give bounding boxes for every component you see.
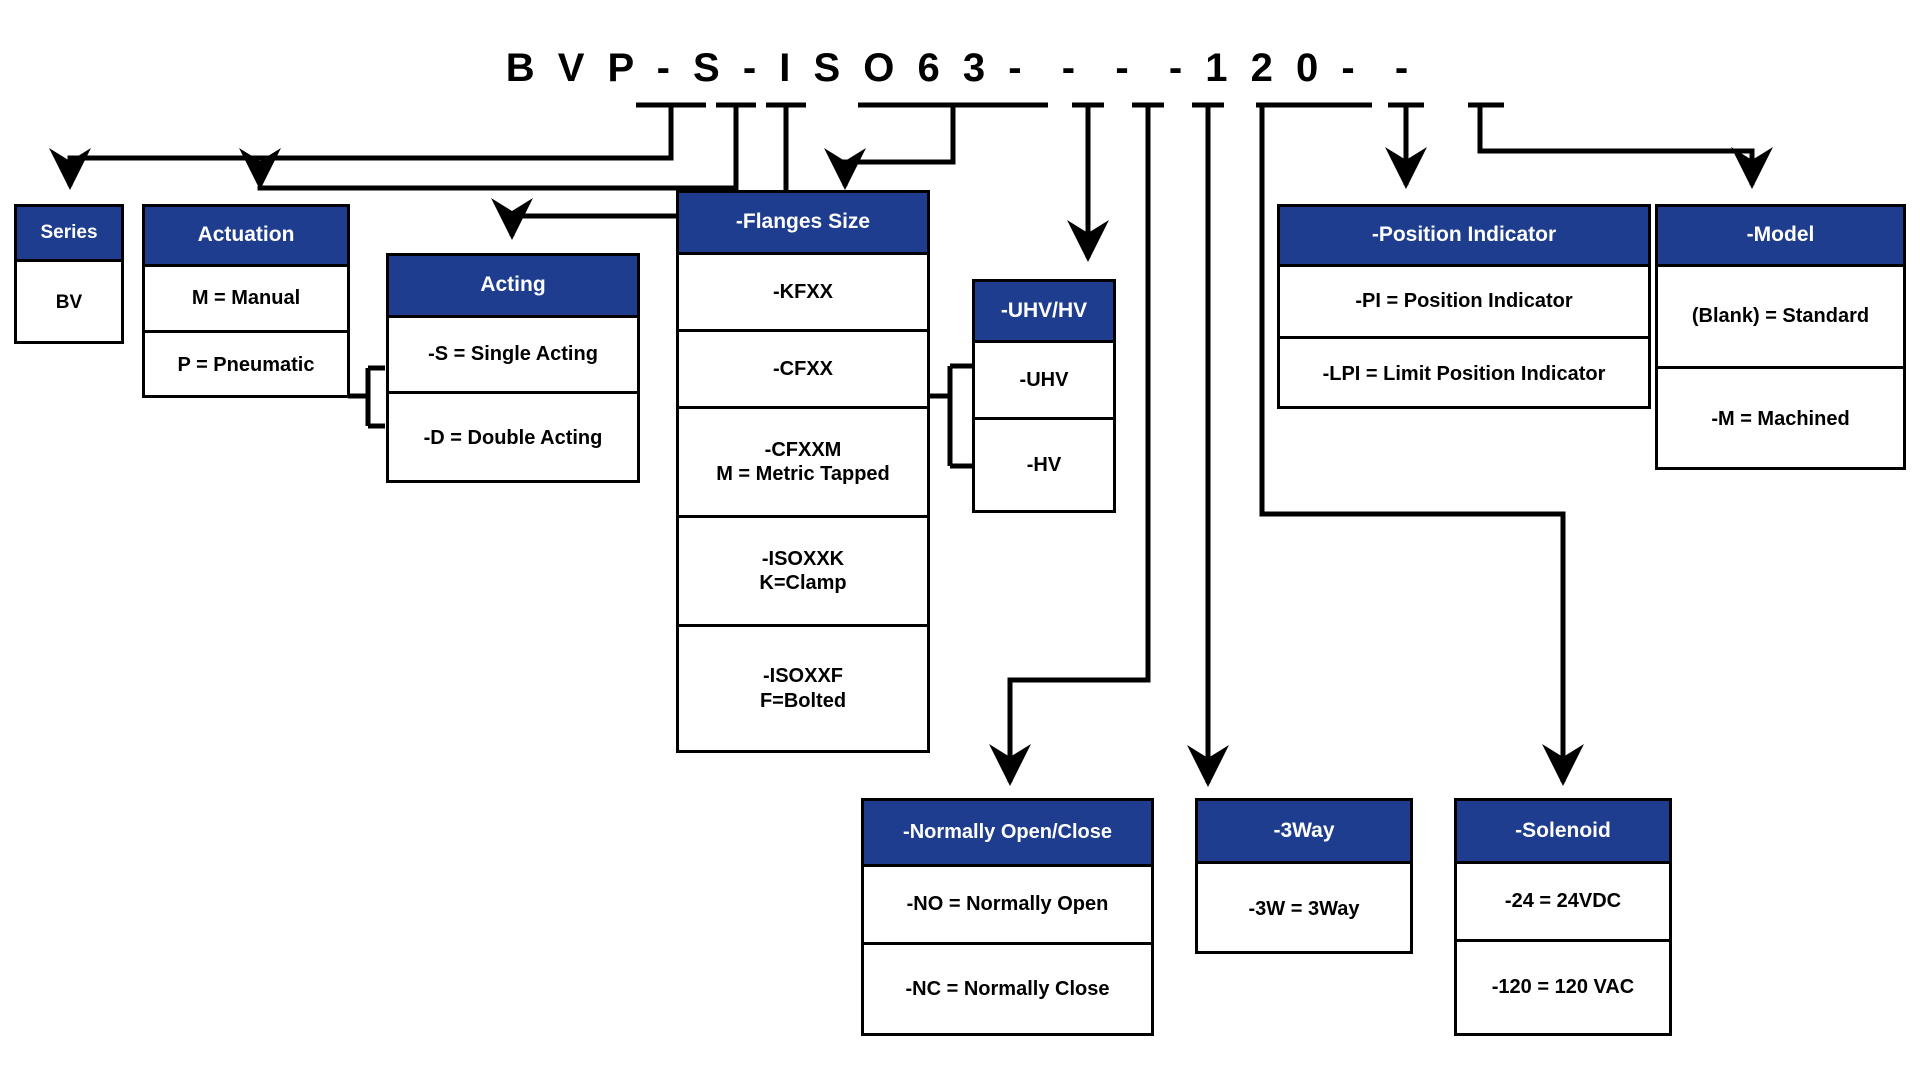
box-series-row-0[interactable]: BV — [55, 292, 83, 314]
box-3way-row-0[interactable]: -3W = 3Way — [1248, 897, 1360, 920]
box-uhv-hv: -UHV/HV -UHV -HV — [972, 279, 1116, 513]
box-flanges-size-row-3[interactable]: -ISOXXK K=Clamp — [679, 518, 927, 627]
box-solenoid-row-0[interactable]: -24 = 24VDC — [1457, 864, 1669, 942]
box-position-indicator-header: -Position Indicator — [1280, 207, 1648, 267]
box-position-indicator: -Position Indicator -PI = Position Indic… — [1277, 204, 1651, 409]
box-actuation-row-0[interactable]: M = Manual — [145, 267, 347, 333]
box-3way: -3Way -3W = 3Way — [1195, 798, 1413, 954]
box-acting-row-1[interactable]: -D = Double Acting — [423, 427, 603, 450]
box-flanges-size-row-1[interactable]: -CFXX — [679, 332, 927, 409]
box-normally-open-close-row-0[interactable]: -NO = Normally Open — [864, 867, 1151, 945]
box-uhv-hv-row-1[interactable]: -HV — [1026, 453, 1062, 476]
box-position-indicator-row-0[interactable]: -PI = Position Indicator — [1280, 267, 1648, 339]
part-number-string: B V P - S - I S O 6 3 - - - - 1 2 0 - - — [505, 46, 1415, 90]
box-solenoid-header: -Solenoid — [1457, 801, 1669, 864]
box-position-indicator-row-1[interactable]: -LPI = Limit Position Indicator — [1322, 362, 1606, 385]
box-normally-open-close-row-1[interactable]: -NC = Normally Close — [905, 977, 1110, 1000]
box-flanges-size: -Flanges Size -KFXX -CFXX -CFXXM M = Met… — [676, 190, 930, 753]
box-model: -Model (Blank) = Standard -M = Machined — [1655, 204, 1906, 470]
box-flanges-size-row-0[interactable]: -KFXX — [679, 255, 927, 332]
box-actuation-row-1[interactable]: P = Pneumatic — [177, 354, 315, 377]
box-normally-open-close: -Normally Open/Close -NO = Normally Open… — [861, 798, 1154, 1036]
box-acting-row-0[interactable]: -S = Single Acting — [389, 318, 637, 394]
box-normally-open-close-header: -Normally Open/Close — [864, 801, 1151, 867]
box-flanges-size-row-4[interactable]: -ISOXXF F=Bolted — [759, 665, 847, 712]
box-uhv-hv-header: -UHV/HV — [975, 282, 1113, 343]
box-flanges-size-header: -Flanges Size — [679, 193, 927, 255]
box-solenoid: -Solenoid -24 = 24VDC -120 = 120 VAC — [1454, 798, 1672, 1036]
box-series: Series BV — [14, 204, 124, 344]
box-solenoid-row-1[interactable]: -120 = 120 VAC — [1491, 976, 1635, 999]
box-model-row-1[interactable]: -M = Machined — [1711, 408, 1850, 431]
box-acting-header: Acting — [389, 256, 637, 318]
box-model-header: -Model — [1658, 207, 1903, 267]
box-model-row-0[interactable]: (Blank) = Standard — [1658, 267, 1903, 369]
box-acting: Acting -S = Single Acting -D = Double Ac… — [386, 253, 640, 483]
box-3way-header: -3Way — [1198, 801, 1410, 864]
box-flanges-size-row-2[interactable]: -CFXXM M = Metric Tapped — [679, 409, 927, 518]
box-series-header: Series — [17, 207, 121, 262]
box-uhv-hv-row-0[interactable]: -UHV — [975, 343, 1113, 420]
box-actuation-header: Actuation — [145, 207, 347, 267]
box-actuation: Actuation M = Manual P = Pneumatic — [142, 204, 350, 398]
